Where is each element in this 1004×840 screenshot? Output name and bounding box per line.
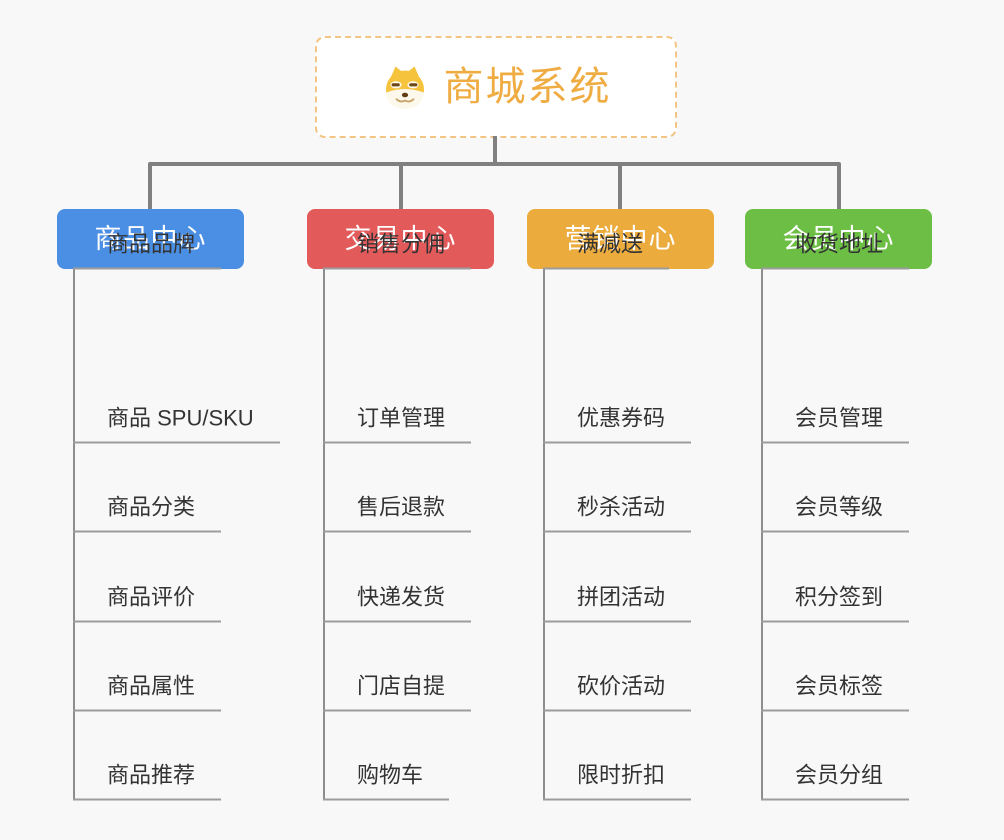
branch-trunk [73, 269, 75, 800]
leaf-node[interactable]: 会员标签 [761, 673, 910, 711]
leaf-node[interactable]: 商品 SPU/SKU [73, 405, 280, 443]
root-node[interactable]: 商城系统 [315, 36, 677, 138]
leaf-node[interactable]: 商品推荐 [73, 762, 222, 800]
connector-drop-product [148, 164, 152, 210]
leaf-node[interactable]: 会员管理 [761, 405, 910, 443]
branch-node-product-center[interactable]: 商品中心 [57, 209, 244, 269]
branch-label: 会员中心 [782, 223, 895, 254]
leaf-node[interactable]: 购物车 [323, 762, 450, 800]
shiba-dog-icon [385, 66, 424, 109]
leaf-node[interactable]: 限时折扣 [543, 762, 692, 800]
leaf-node[interactable]: 拼团活动 [543, 584, 692, 622]
connector-drop-member [837, 164, 841, 210]
leaf-node[interactable]: 销售分佣 [323, 231, 472, 269]
leaf-node[interactable]: 商品评价 [73, 584, 222, 622]
leaf-node[interactable]: 会员分组 [761, 762, 910, 800]
leaf-node[interactable]: 快递发货 [323, 584, 472, 622]
connector-drop-trade [399, 164, 403, 210]
leaf-node[interactable]: 积分签到 [761, 584, 910, 622]
leaf-node[interactable]: 商品属性 [73, 673, 222, 711]
root-title: 商城系统 [443, 65, 612, 109]
branch-node-trade-center[interactable]: 交易中心 [307, 209, 494, 269]
branch-trunk [323, 269, 325, 800]
branch-trunk [543, 269, 545, 800]
leaf-node[interactable]: 满减送 [543, 231, 670, 269]
leaf-node[interactable]: 门店自提 [323, 673, 472, 711]
leaf-node[interactable]: 优惠券码 [543, 405, 692, 443]
leaf-node[interactable]: 商品分类 [73, 494, 222, 532]
leaf-node[interactable]: 售后退款 [323, 494, 472, 532]
branch-trunk [761, 269, 763, 800]
leaf-node[interactable]: 订单管理 [323, 405, 472, 443]
leaf-node[interactable]: 会员等级 [761, 494, 910, 532]
leaf-node[interactable]: 砍价活动 [543, 673, 692, 711]
leaf-node[interactable]: 秒杀活动 [543, 494, 692, 532]
branch-label: 商品中心 [94, 223, 207, 254]
branch-node-marketing-center[interactable]: 营销中心 [527, 209, 714, 269]
connector-root-stem [493, 136, 497, 164]
leaf-node[interactable]: 商品品牌 [73, 231, 222, 269]
connector-horizontal-bar [148, 162, 841, 166]
branch-label: 营销中心 [564, 223, 677, 254]
branch-label: 交易中心 [344, 223, 457, 254]
leaf-node[interactable]: 收货地址 [761, 231, 910, 269]
connector-drop-marketing [618, 164, 622, 210]
branch-node-member-center[interactable]: 会员中心 [745, 209, 932, 269]
